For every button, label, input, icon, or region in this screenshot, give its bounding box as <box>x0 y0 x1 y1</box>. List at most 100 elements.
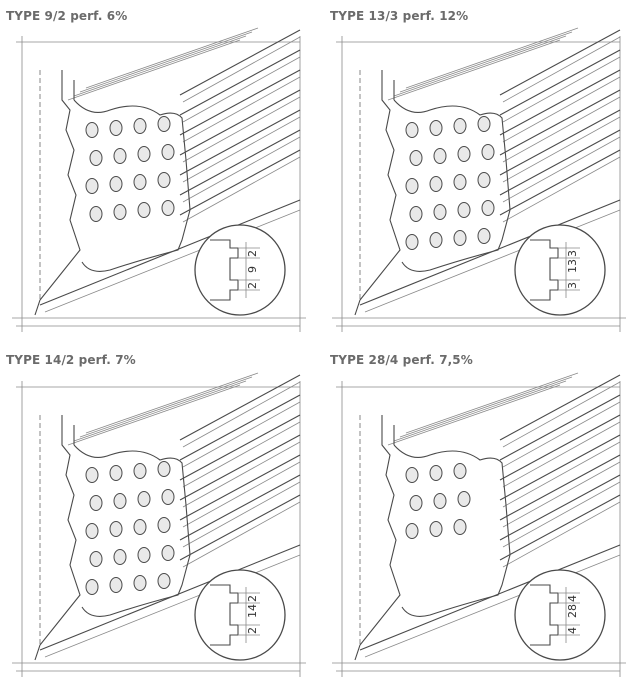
rib-line <box>499 149 621 216</box>
bottom-edge <box>359 199 621 306</box>
perforation-hole <box>109 176 123 192</box>
perforation-hole <box>133 118 147 134</box>
rib-line <box>179 474 301 541</box>
rib-shade <box>502 96 621 163</box>
rib-line <box>179 69 301 136</box>
rib-shade <box>502 401 621 468</box>
perforation-hole <box>157 461 171 477</box>
perforation-hole <box>477 116 491 132</box>
perforation-hole <box>453 230 467 246</box>
perforation-hole <box>133 519 147 535</box>
perforation-hole <box>409 495 423 511</box>
perforation-hole <box>457 491 471 507</box>
rib-line <box>67 384 241 446</box>
rib-line <box>85 27 259 89</box>
rib-line <box>499 89 621 156</box>
rib-line <box>499 69 621 136</box>
dimension-label: 28 <box>566 604 579 618</box>
rib-shade <box>182 501 301 568</box>
perforation-hole <box>481 200 495 216</box>
rib-line <box>393 35 567 97</box>
dimension-label: 9 <box>246 266 259 273</box>
rib-line <box>179 129 301 196</box>
perforation-hole <box>477 228 491 244</box>
rib-line <box>405 372 579 434</box>
panel-title: TYPE 9/2 perf. 6% <box>6 9 128 23</box>
perforation-hole <box>161 545 175 561</box>
dimension-label: 3 <box>566 282 579 289</box>
dimension-label: 2 <box>246 250 259 257</box>
rib-line <box>499 374 621 441</box>
section-profile <box>210 584 239 646</box>
perforation-hole <box>133 174 147 190</box>
sketch-group: 2 9 2 <box>12 27 306 332</box>
rib-shade <box>182 136 301 203</box>
detail-circle <box>194 569 286 661</box>
perforation-hole <box>109 465 123 481</box>
rib-line <box>499 414 621 481</box>
torn-edge <box>393 99 511 272</box>
perforation-hole <box>477 172 491 188</box>
detail-circle <box>514 569 606 661</box>
perforation-hole <box>457 146 471 162</box>
perforation-hole <box>85 467 99 483</box>
torn-edge <box>73 444 191 617</box>
rib-shade <box>182 156 301 223</box>
perforation-hole <box>133 463 147 479</box>
perforation-hole <box>405 234 419 250</box>
rib-shade <box>502 381 621 448</box>
perforation-hole <box>457 202 471 218</box>
rib-line <box>73 380 247 442</box>
perforation-hole <box>85 579 99 595</box>
perforation-hole <box>113 204 127 220</box>
perforation-hole <box>137 146 151 162</box>
perforation-hole <box>161 200 175 216</box>
perforation-hole <box>109 577 123 593</box>
perforation-hole <box>113 493 127 509</box>
rib-line <box>405 27 579 89</box>
rib-shade <box>182 96 301 163</box>
bottom-edge <box>39 544 301 651</box>
perforation-hole <box>157 172 171 188</box>
perforation-hole <box>109 120 123 136</box>
perforation-hole <box>405 467 419 483</box>
rib-shade <box>502 156 621 223</box>
perforation-hole <box>85 122 99 138</box>
perforation-hole <box>161 489 175 505</box>
panel-type-9-2: TYPE 9/2 perf. 6% 2 9 2 <box>0 0 320 345</box>
perforation-hole <box>429 176 443 192</box>
perforation-hole <box>481 144 495 160</box>
rib-line <box>179 394 301 461</box>
rib-line <box>73 35 247 97</box>
perforation-hole <box>157 517 171 533</box>
rib-line <box>179 374 301 441</box>
profile-edge <box>34 415 81 661</box>
perforation-hole <box>405 178 419 194</box>
detail-circle <box>194 224 286 316</box>
panel-title: TYPE 13/3 perf. 12% <box>330 9 469 23</box>
rib-shade <box>182 76 301 143</box>
rib-shade <box>182 441 301 508</box>
rib-line <box>179 149 301 216</box>
perforation-hole <box>405 523 419 539</box>
perforation-hole <box>113 549 127 565</box>
rib-shade <box>502 501 621 568</box>
rib-shade <box>182 421 301 488</box>
perforation-hole <box>453 118 467 134</box>
rib-line <box>387 384 561 446</box>
perforation-hole <box>453 174 467 190</box>
rib-line <box>499 129 621 196</box>
torn-edge <box>73 99 191 272</box>
rib-line <box>179 109 301 176</box>
perforation-hole <box>157 116 171 132</box>
section-profile <box>210 239 239 301</box>
perforation-hole <box>429 120 443 136</box>
profile-edge <box>354 70 401 316</box>
bottom-edge <box>44 554 301 658</box>
perforation-hole <box>89 150 103 166</box>
dimension-label: 2 <box>246 282 259 289</box>
